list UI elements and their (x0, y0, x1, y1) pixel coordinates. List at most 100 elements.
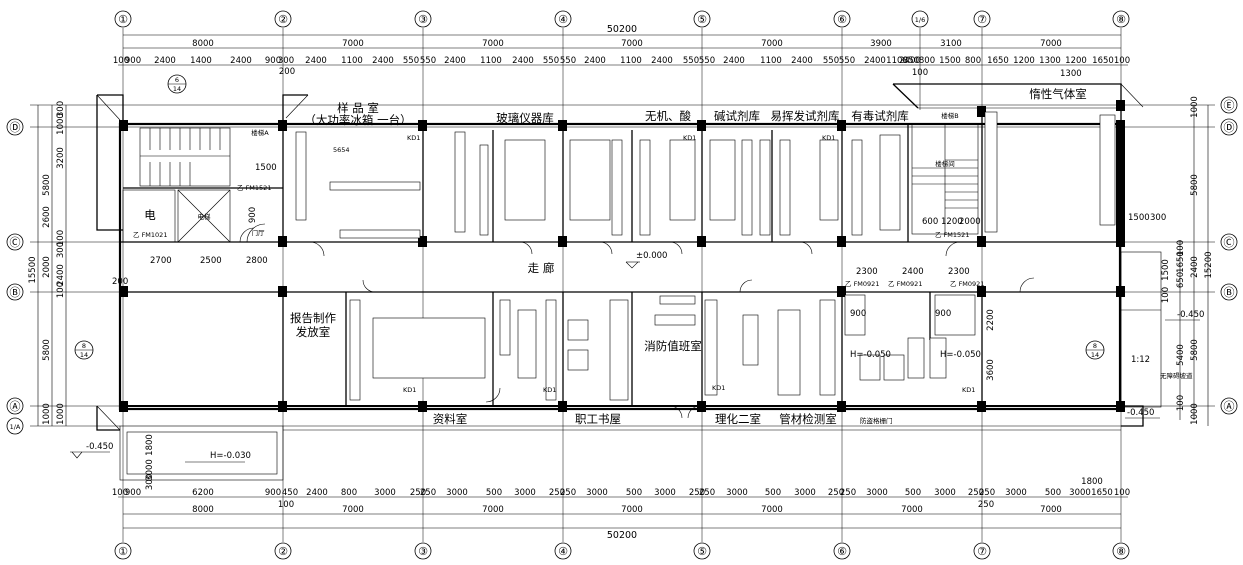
svg-text:8: 8 (82, 342, 86, 350)
svg-text:500: 500 (1045, 488, 1061, 498)
door-kd1-b: KD1 (403, 386, 416, 394)
axis-circle: ② (274, 542, 292, 560)
svg-text:2400: 2400 (154, 56, 176, 66)
svg-text:550: 550 (560, 56, 576, 66)
bottom-detail-dims: 100 900 6200 900 450 2400 800 3000 250 2… (112, 477, 1130, 498)
room-alkali: 碱试剂库 (714, 109, 760, 123)
room-glassware: 玻璃仪器库 (496, 111, 554, 125)
svg-text:2400: 2400 (723, 56, 745, 66)
svg-text:100: 100 (112, 488, 128, 498)
svg-text:2400: 2400 (372, 56, 394, 66)
svg-text:300: 300 (56, 242, 66, 258)
axis-circle: Ⓒ (6, 233, 24, 251)
svg-text:1100: 1100 (886, 56, 908, 66)
svg-text:250: 250 (410, 488, 426, 498)
svg-text:3000: 3000 (586, 488, 608, 498)
top-detail-dims: 100 900 2400 1400 2400 900 300 200 2400 … (113, 56, 1130, 78)
axis-circle: ③ (414, 542, 432, 560)
svg-text:⑧: ⑧ (1116, 545, 1126, 558)
svg-text:100: 100 (278, 500, 294, 510)
svg-text:100: 100 (1114, 488, 1130, 498)
svg-text:5800: 5800 (42, 174, 52, 196)
svg-text:800: 800 (965, 56, 981, 66)
svg-text:2400: 2400 (651, 56, 673, 66)
dim-600: 600 (922, 217, 938, 227)
svg-text:100: 100 (1176, 395, 1186, 411)
svg-text:250: 250 (549, 488, 565, 498)
svg-text:1800: 1800 (1081, 477, 1103, 487)
stair-a (139, 127, 231, 187)
svg-text:250: 250 (968, 488, 984, 498)
room-report-line2: 发放室 (296, 325, 331, 339)
room-sample: 样 品 室 (337, 101, 379, 115)
lab-furniture (295, 111, 1116, 401)
svg-text:500: 500 (626, 488, 642, 498)
door-fm-e: 乙 FM0921 (950, 280, 984, 288)
ramp-label: 无障碍坡道 (1160, 371, 1193, 380)
svg-text:800: 800 (919, 56, 935, 66)
svg-text:3000: 3000 (726, 488, 748, 498)
svg-text:7000: 7000 (482, 39, 504, 49)
svg-text:1100: 1100 (341, 56, 363, 66)
svg-text:250: 250 (699, 488, 715, 498)
dim-2800: 2800 (246, 256, 268, 266)
svg-text:Ⓑ: Ⓑ (10, 286, 21, 299)
axis-circle: ⑦ (973, 10, 991, 28)
svg-text:6: 6 (175, 76, 179, 84)
svg-text:Ⓓ: Ⓓ (10, 121, 21, 134)
svg-text:2400: 2400 (306, 488, 328, 498)
svg-text:3100: 3100 (940, 39, 962, 49)
svg-text:④: ④ (558, 13, 568, 26)
svg-text:850: 850 (903, 56, 919, 66)
room-toxic: 有毒试剂库 (851, 109, 909, 123)
axis-circle: ③ (414, 10, 432, 28)
svg-text:2000: 2000 (42, 256, 52, 278)
svg-text:1100: 1100 (480, 56, 502, 66)
axis-circle: ⑧ (1112, 10, 1130, 28)
svg-text:100: 100 (912, 68, 928, 78)
level-h030: H=-0.030 (210, 451, 251, 461)
svg-text:1100: 1100 (760, 56, 782, 66)
dim-2400-b: 2400 (902, 267, 924, 277)
door-kd1-g: KD1 (962, 386, 975, 394)
room-sample-note: （大功率冰箱 一台） (304, 113, 411, 127)
axis-circle: 1/A (6, 417, 24, 435)
svg-text:100: 100 (113, 56, 129, 66)
svg-text:1650: 1650 (987, 56, 1009, 66)
svg-text:550: 550 (543, 56, 559, 66)
dim-5654: 5654 (333, 146, 350, 154)
svg-text:Ⓐ: Ⓐ (10, 400, 21, 413)
svg-text:3000: 3000 (446, 488, 468, 498)
svg-text:⑥: ⑥ (837, 13, 847, 26)
svg-text:250: 250 (560, 488, 576, 498)
svg-text:⑧: ⑧ (1116, 13, 1126, 26)
svg-text:1200: 1200 (1065, 56, 1087, 66)
svg-text:8000: 8000 (192, 39, 214, 49)
svg-text:5800: 5800 (42, 339, 52, 361)
axis-circle: Ⓐ (6, 397, 24, 415)
svg-text:6200: 6200 (192, 488, 214, 498)
door-fm-b: 乙 FM0921 (845, 280, 879, 288)
dim-3600: 3600 (986, 359, 996, 381)
section-mark: 8 14 (74, 340, 94, 360)
svg-text:1100: 1100 (620, 56, 642, 66)
svg-text:7000: 7000 (342, 39, 364, 49)
svg-text:2400: 2400 (444, 56, 466, 66)
svg-text:①: ① (118, 13, 128, 26)
dim-2300-c: 2300 (948, 267, 970, 277)
axis-circle: ⑤ (693, 10, 711, 28)
svg-text:1500: 1500 (1161, 259, 1171, 281)
svg-text:500: 500 (905, 488, 921, 498)
svg-text:⑤: ⑤ (697, 545, 707, 558)
svg-text:7000: 7000 (761, 39, 783, 49)
dim-1200: 1200 (941, 217, 963, 227)
svg-text:550: 550 (683, 56, 699, 66)
svg-text:550: 550 (403, 56, 419, 66)
level-h050-b: H=-0.050 (940, 350, 981, 360)
svg-text:7000: 7000 (342, 505, 364, 515)
svg-text:⑤: ⑤ (697, 13, 707, 26)
room-pipe-test: 管材检测室 (779, 412, 837, 426)
corridor-label: 走 廊 (528, 261, 555, 275)
svg-text:50200: 50200 (607, 530, 637, 541)
